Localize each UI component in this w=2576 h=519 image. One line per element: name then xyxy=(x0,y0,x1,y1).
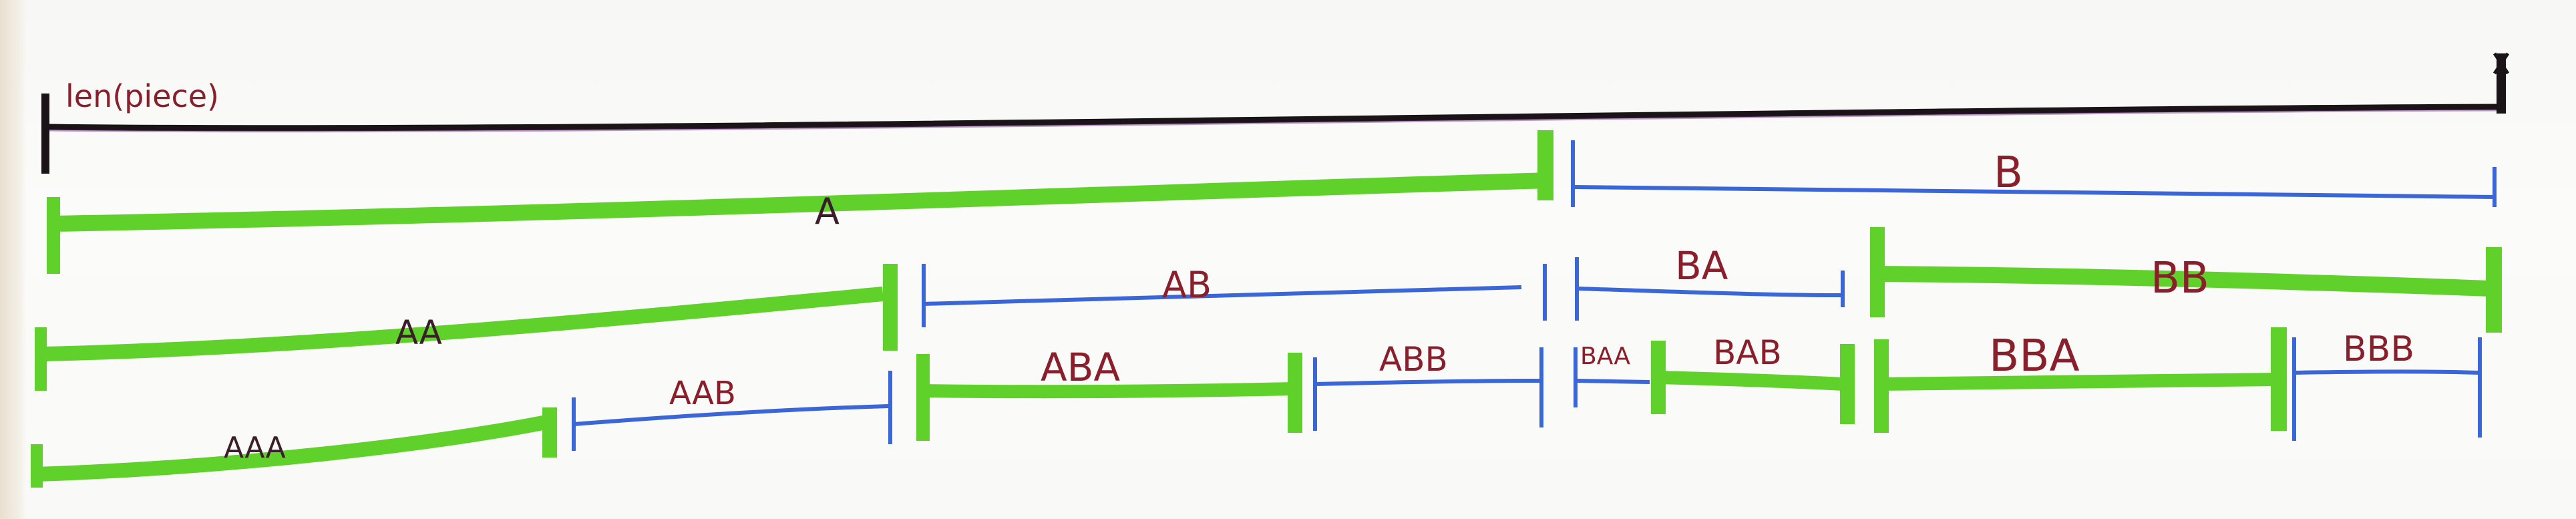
segment-BA-end-tick xyxy=(1841,271,1845,307)
segment-ABB xyxy=(1313,347,1543,431)
segment-AAB-label: AAB xyxy=(669,375,736,412)
segment-BBB-end-tick xyxy=(2478,337,2482,438)
segment-BBA-end-tick xyxy=(2271,327,2287,431)
segment-AAB-end-tick xyxy=(888,371,892,444)
segment-AAA-start-tick xyxy=(31,444,43,488)
segment-AB-start-tick xyxy=(922,264,926,327)
segment-B-end-tick xyxy=(2493,167,2497,207)
segment-ABB-start-tick xyxy=(1313,357,1317,431)
segment-AAB-start-tick xyxy=(572,397,576,451)
segment-BBA xyxy=(1874,327,2287,433)
segment-AB-label: AB xyxy=(1162,264,1212,306)
segment-AA-label: AA xyxy=(395,313,442,352)
segment-BB-end-tick xyxy=(2486,247,2502,333)
segment-A-label: A xyxy=(815,190,840,232)
segment-ABA-label: ABA xyxy=(1041,345,1120,390)
segment-ABA xyxy=(916,353,1302,441)
segment-BAB-label: BAB xyxy=(1713,333,1782,372)
segment-AAA-label: AAA xyxy=(224,431,286,465)
segment-BB xyxy=(1870,227,2502,333)
segment-A-start-tick xyxy=(47,197,60,274)
segment-BA xyxy=(1575,257,1845,321)
segment-AA-end-tick xyxy=(883,264,898,351)
segment-AB-end-tick xyxy=(1543,264,1547,321)
segment-BB-start-tick xyxy=(1870,227,1885,317)
segment-B xyxy=(1571,140,2497,207)
segment-BA-start-tick xyxy=(1575,257,1579,321)
segment-A xyxy=(47,130,1553,274)
segment-BAB-start-tick xyxy=(1651,341,1666,414)
segment-ABB-end-tick xyxy=(1539,347,1543,427)
segment-B-start-tick xyxy=(1571,140,1575,207)
segment-BBB xyxy=(2292,337,2482,441)
segment-AAA-end-tick xyxy=(542,407,557,458)
segment-BAA-start-tick xyxy=(1574,347,1578,407)
segment-ABB-label: ABB xyxy=(1379,340,1448,379)
segment-AAA xyxy=(31,407,557,488)
segment-BAB-end-tick xyxy=(1840,344,1855,424)
segment-BAB xyxy=(1651,341,1855,424)
segment-AA xyxy=(35,264,898,391)
segment-BBA-start-tick xyxy=(1874,339,1889,433)
segment-B-label: B xyxy=(1994,148,2023,198)
segment-AAB xyxy=(572,371,892,451)
paper-edge xyxy=(0,0,27,519)
total-length-label: len(piece) xyxy=(65,78,219,114)
segment-BA-label: BA xyxy=(1675,243,1728,289)
segment-AB xyxy=(922,264,1547,327)
segment-BBB-start-tick xyxy=(2292,337,2296,441)
segment-BBB-label: BBB xyxy=(2343,329,2414,369)
total-length-line xyxy=(41,52,2510,174)
segment-BAA xyxy=(1574,347,1650,407)
segment-ABA-start-tick xyxy=(916,354,930,441)
segment-BAA-label: BAA xyxy=(1580,343,1630,370)
segment-A-end-tick xyxy=(1537,130,1553,200)
segment-ABA-end-tick xyxy=(1288,353,1302,433)
segment-BBA-label: BBA xyxy=(1989,330,2080,381)
left-end-tick xyxy=(41,94,49,174)
segment-AA-start-tick xyxy=(35,327,47,391)
segment-BB-label: BB xyxy=(2151,254,2209,303)
